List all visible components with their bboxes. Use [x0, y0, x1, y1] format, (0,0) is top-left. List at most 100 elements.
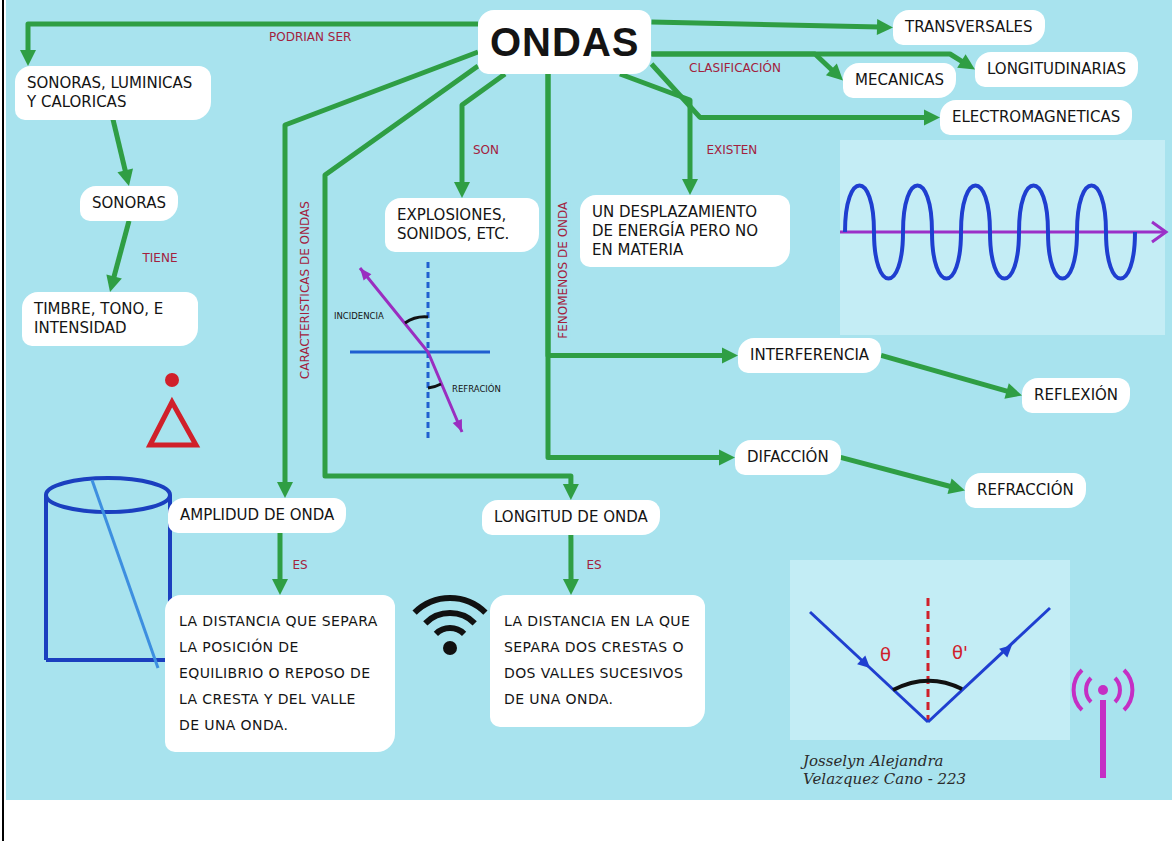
- arrowhead: [924, 109, 940, 125]
- connector-arrow: [563, 535, 579, 595]
- node-text: REFLEXIÓN: [1034, 386, 1118, 405]
- concept-box: LONGITUD DE ONDA: [482, 500, 660, 535]
- connector-arrow: [881, 355, 1022, 398]
- arrowhead: [454, 182, 470, 198]
- connector-arrow: [841, 457, 965, 494]
- arrowhead: [563, 484, 579, 500]
- sine-wave: [845, 186, 1135, 279]
- connector-label: FENOMENOS DE ONDA: [556, 199, 570, 342]
- central-topic: ONDAS: [478, 10, 651, 74]
- arrowhead: [117, 169, 133, 186]
- connector-arrow: [620, 74, 698, 195]
- node-text: REFRACCIÓN: [977, 481, 1074, 500]
- signature: Josselyn Alejandra Velazquez Cano - 223: [803, 752, 1008, 788]
- connector-line: [652, 22, 881, 27]
- concept-box: SONORAS: [80, 186, 178, 221]
- connector-line: [113, 221, 129, 280]
- node-text: INTERFERENCIA: [750, 346, 869, 365]
- arrowhead: [722, 347, 738, 363]
- arrowhead: [277, 482, 293, 498]
- connector-arrow: [277, 52, 478, 498]
- cylinder-side: [44, 495, 48, 660]
- connector-line: [568, 535, 573, 582]
- concept-box: REFLEXIÓN: [1022, 378, 1130, 413]
- connector-arrow: [454, 74, 505, 198]
- definition-box: LA DISTANCIA QUE SEPARA LA POSICIÓN DE E…: [165, 595, 395, 752]
- concept-box: UN DESPLAZAMIENTO DE ENERGÍA PERO NO EN …: [580, 195, 790, 267]
- concept-box: ELECTROMAGNETICAS: [940, 100, 1132, 135]
- node-text: DIFACCIÓN: [747, 448, 829, 467]
- node-text: AMPLIDUD DE ONDA: [180, 506, 334, 525]
- antenna-arc: [1115, 678, 1120, 702]
- concept-box: DIFACCIÓN: [735, 440, 841, 475]
- concept-box: SONORAS, LUMINICAS Y CALORICAS: [15, 66, 211, 120]
- connector-arrow: [113, 120, 133, 187]
- connector-arrow: [272, 533, 288, 595]
- node-text: ELECTROMAGNETICAS: [952, 108, 1120, 127]
- connector-arrow: [106, 221, 129, 292]
- node-text: UN DESPLAZAMIENTO DE ENERGÍA PERO NO EN …: [592, 203, 778, 259]
- connector-arrow: [652, 54, 844, 80]
- wave-axis: [840, 231, 1164, 234]
- connector-arrow: [652, 19, 894, 35]
- interface-line: [350, 351, 490, 354]
- reflected-ray: [928, 608, 1050, 722]
- connector-label: SON: [470, 143, 502, 157]
- cylinder-bottom: [46, 658, 170, 662]
- red-triangle: [150, 402, 196, 445]
- pasted-paper: [840, 140, 1165, 335]
- antenna-dot: [1098, 685, 1108, 695]
- connector-label: CARACTERISTICAS DE ONDAS: [298, 198, 312, 382]
- connector-arrow: [325, 66, 579, 500]
- definition-box: LA DISTANCIA EN LA QUE SEPARA DOS CRESTA…: [490, 595, 705, 727]
- drawing-label: INCIDENCIA: [334, 311, 384, 321]
- concept-box: REFRACCIÓN: [965, 473, 1086, 508]
- ray-arrowhead: [453, 419, 462, 432]
- angle-arc: [405, 317, 428, 323]
- node-text: LONGITUDINARIAS: [987, 60, 1126, 79]
- node-text: SONORAS, LUMINICAS Y CALORICAS: [27, 74, 199, 112]
- wave-axis-arrow: [1152, 222, 1166, 242]
- antenna-stem: [1100, 700, 1106, 778]
- connector-line: [278, 533, 283, 582]
- cylinder-stroke: [92, 480, 158, 668]
- connector-line: [325, 66, 571, 487]
- ray-arrowhead: [999, 645, 1012, 658]
- wifi-arc: [436, 628, 464, 634]
- paper-background: [6, 0, 1172, 800]
- concept-box: TIMBRE, TONO, E INTENSIDAD: [22, 292, 198, 346]
- node-text: ONDAS: [490, 18, 639, 66]
- refracted-ray: [360, 268, 462, 432]
- reflection-normal: [927, 598, 930, 722]
- arrowhead: [1004, 383, 1022, 398]
- pasted-paper: [790, 560, 1070, 740]
- arrowhead: [826, 64, 843, 81]
- connector-line: [620, 74, 690, 182]
- ray-arrowhead: [857, 655, 870, 668]
- concept-box: LONGITUDINARIAS: [975, 52, 1138, 87]
- arrowhead: [719, 449, 735, 465]
- connector-line: [285, 52, 478, 485]
- concept-box: INTERFERENCIA: [738, 338, 881, 373]
- connector-label: ES: [290, 558, 311, 572]
- antenna-arc: [1124, 670, 1132, 710]
- connector-label: EXISTEN: [704, 143, 761, 157]
- arrowhead: [682, 179, 698, 195]
- connector-line: [462, 74, 505, 185]
- antenna-arc: [1086, 678, 1091, 702]
- connector-label: CLASIFICACIÓN: [686, 61, 784, 75]
- angle-arc: [893, 681, 962, 690]
- angle-arc: [428, 384, 441, 388]
- connector-line: [113, 120, 126, 174]
- node-text: MECANICAS: [855, 71, 944, 90]
- drawing-label: θ': [952, 642, 968, 664]
- ray-arrowhead: [360, 268, 371, 280]
- node-text: LA DISTANCIA EN LA QUE SEPARA DOS CRESTA…: [504, 609, 691, 713]
- red-dot: [165, 373, 179, 387]
- wifi-arc: [425, 613, 474, 623]
- wifi-arc: [415, 598, 486, 613]
- arrowhead: [563, 579, 579, 595]
- connector-arrow: [548, 74, 735, 465]
- arrowhead: [272, 579, 288, 595]
- concept-box: TRANSVERSALES: [893, 10, 1045, 45]
